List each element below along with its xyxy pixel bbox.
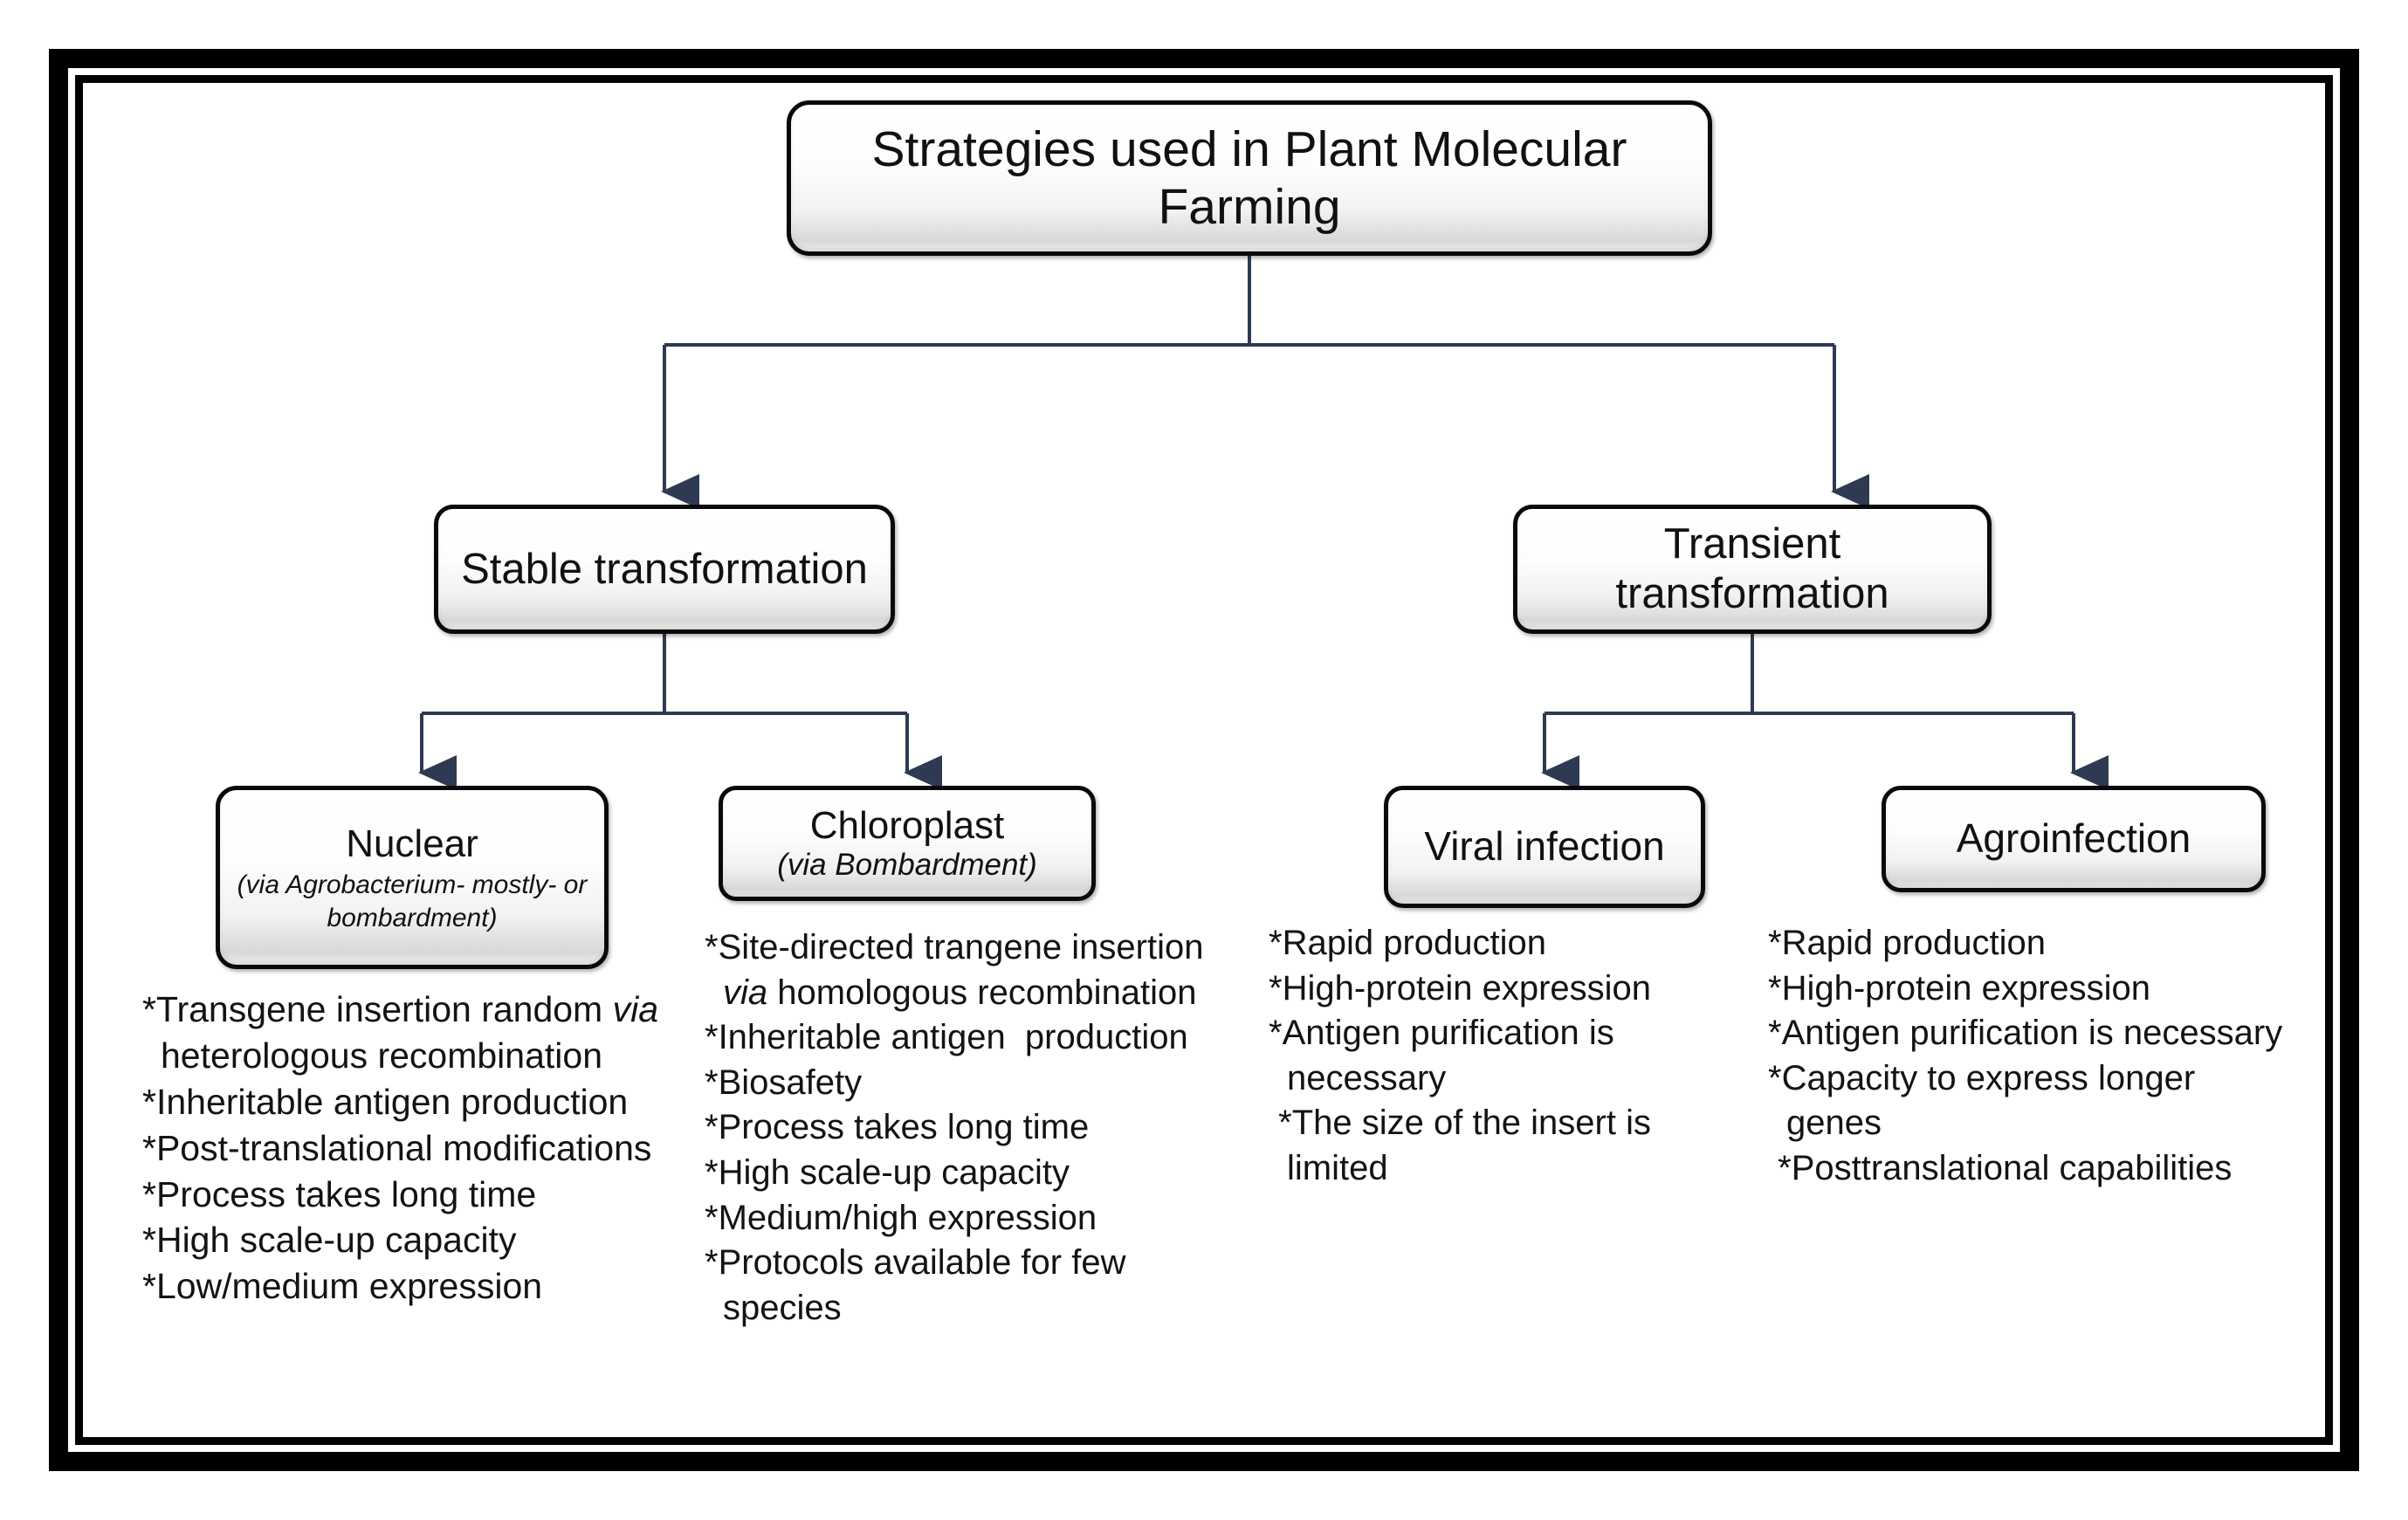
- bullet-item: *High scale-up capacity: [142, 1220, 517, 1261]
- node-chloroplast[interactable]: Chloroplast (via Bombardment): [719, 786, 1096, 901]
- node-stable-transformation[interactable]: Stable transformation: [434, 505, 895, 634]
- bullet-item: *Transgene insertion random via heterolo…: [142, 989, 669, 1076]
- italic-term: via: [723, 973, 768, 1012]
- bullet-item: *Medium/high expression: [705, 1198, 1097, 1237]
- bullet-item: *Capacity to express longer genes: [1768, 1058, 2205, 1143]
- node-viral-infection[interactable]: Viral infection: [1384, 786, 1705, 908]
- bullet-item: *Inheritable antigen production: [705, 1018, 1188, 1057]
- node-nuclear-head: Nuclear: [346, 822, 478, 865]
- bullet-item: *Low/medium expression: [142, 1266, 543, 1307]
- node-agroinfection-label: Agroinfection: [1956, 815, 2191, 862]
- bullet-item: *Rapid production: [1269, 924, 1546, 962]
- bullet-list-viral: *Rapid production *High-protein expressio…: [1269, 921, 1723, 1192]
- node-stable-label: Stable transformation: [461, 545, 868, 593]
- node-chloroplast-text: Chloroplast (via Bombardment): [777, 803, 1037, 884]
- bullet-item: *Site-directed trangene insertion via ho…: [705, 928, 1214, 1012]
- node-agroinfection[interactable]: Agroinfection: [1882, 786, 2266, 892]
- node-root-label: Strategies used in Plant Molecular Farmi…: [871, 120, 1627, 235]
- flowchart-canvas: Strategies used in Plant Molecular Farmi…: [83, 83, 2316, 1428]
- node-transient-label: Transient transformation: [1615, 520, 1889, 617]
- node-chloroplast-head: Chloroplast: [809, 804, 1005, 848]
- bullet-item: *Antigen purification is necessary: [1768, 1014, 2283, 1053]
- outer-border-frame: Strategies used in Plant Molecular Farmi…: [49, 49, 2359, 1471]
- node-viral-label: Viral infection: [1424, 823, 1665, 870]
- bullet-item: *Process takes long time: [142, 1173, 537, 1214]
- bullet-item: *Rapid production: [1768, 924, 2046, 962]
- bullet-item: *Protocols available for few species: [705, 1243, 1136, 1327]
- bullet-list-nuclear: *Transgene insertion random via heterolo…: [142, 987, 701, 1310]
- node-chloroplast-paren: (via Bombardment): [777, 848, 1037, 883]
- bullet-item: *Posttranslational capabilities: [1768, 1148, 2233, 1187]
- bullet-list-agroinfection: *Rapid production *High-protein expressio…: [1768, 921, 2292, 1192]
- bullet-item: *Post-translational modifications: [142, 1127, 652, 1168]
- bullet-item: *High-protein expression: [1768, 968, 2151, 1008]
- node-nuclear-paren: (via Agrobacterium- mostly- or bombardme…: [237, 870, 588, 932]
- bullet-list-chloroplast: *Site-directed trangene insertion via ho…: [705, 925, 1246, 1331]
- node-nuclear[interactable]: Nuclear (via Agrobacterium- mostly- or b…: [216, 786, 609, 969]
- bullet-item: *The size of the insert is limited: [1269, 1104, 1662, 1187]
- bullet-item: *Process takes long time: [705, 1108, 1090, 1147]
- bullet-item: *Biosafety: [705, 1063, 863, 1102]
- bullet-item: *Antigen purification is necessary: [1269, 1014, 1624, 1097]
- node-nuclear-text: Nuclear (via Agrobacterium- mostly- or b…: [229, 820, 595, 935]
- bullet-item: *High-protein expression: [1269, 968, 1652, 1008]
- inner-border-frame: Strategies used in Plant Molecular Farmi…: [75, 75, 2333, 1445]
- node-root-strategies[interactable]: Strategies used in Plant Molecular Farmi…: [787, 100, 1712, 256]
- italic-term: via: [612, 989, 659, 1029]
- bullet-item: *Inheritable antigen production: [142, 1081, 629, 1122]
- bullet-item: *High scale-up capacity: [705, 1152, 1070, 1192]
- node-transient-transformation[interactable]: Transient transformation: [1513, 505, 1992, 634]
